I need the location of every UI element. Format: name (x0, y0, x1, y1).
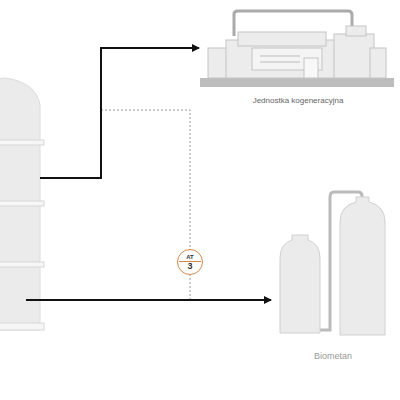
gas-pipe (26, 299, 271, 301)
digester-vessel (0, 78, 44, 330)
unit-label: Jednostka kogeneracyjna (253, 96, 344, 106)
signal-line (190, 274, 191, 300)
gas-pipe (40, 48, 199, 178)
instrument-tag: AT (186, 254, 194, 260)
biomethane-tanks (280, 192, 385, 335)
instrument-bubble: AT 3 (177, 249, 203, 275)
unit-label: Biometan (314, 351, 352, 362)
biomethane-node: Biometan (274, 236, 392, 362)
signal-line (101, 110, 190, 250)
chp-unit-node: Jednostka kogeneracyjna (200, 10, 396, 106)
chp-unit (200, 11, 394, 87)
instrument-number: 3 (187, 262, 192, 271)
